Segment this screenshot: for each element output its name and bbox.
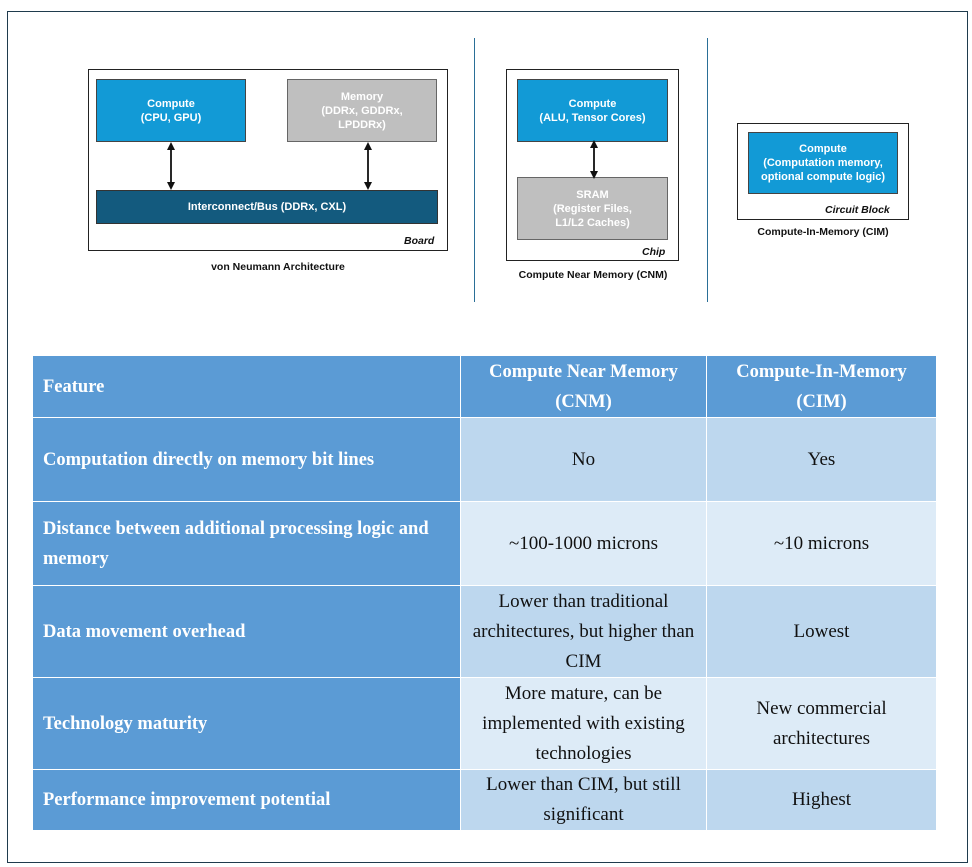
vn-bus-block: Interconnect/Bus (DDRx, CXL) [96, 190, 438, 224]
cnm-cell: Lower than traditional architectures, bu… [460, 585, 707, 678]
cnm-cell: Lower than CIM, but still significant [460, 769, 707, 831]
table-row: Data movement overhead Lower than tradit… [32, 585, 937, 678]
header-cnm: Compute Near Memory (CNM) [460, 355, 707, 418]
feature-cell: Distance between additional processing l… [32, 501, 461, 586]
board-label: Board [404, 235, 435, 247]
vn-memory-block: Memory (DDRx, GDDRx, LPDDRx) [287, 79, 437, 142]
table-row: Computation directly on memory bit lines… [32, 417, 937, 502]
cim-compute-block: Compute (Computation memory, optional co… [748, 132, 898, 194]
circuit-block-label: Circuit Block [825, 204, 890, 216]
feature-cell: Performance improvement potential [32, 769, 461, 831]
cnm-compute-block: Compute (ALU, Tensor Cores) [517, 79, 668, 142]
feature-cell: Data movement overhead [32, 585, 461, 678]
table-header-row: Feature Compute Near Memory (CNM) Comput… [32, 355, 937, 418]
comparison-table: Feature Compute Near Memory (CNM) Comput… [32, 355, 937, 831]
table-row: Technology maturity More mature, can be … [32, 677, 937, 770]
cnm-sram-block: SRAM (Register Files, L1/L2 Caches) [517, 177, 668, 240]
cnm-cell: No [460, 417, 707, 502]
cnm-cell: More mature, can be implemented with exi… [460, 677, 707, 770]
cnm-caption: Compute Near Memory (CNM) [518, 269, 668, 281]
table-row: Performance improvement potential Lower … [32, 769, 937, 831]
cim-cell: Lowest [706, 585, 937, 678]
header-feature: Feature [32, 355, 461, 418]
cim-cell: ~10 microns [706, 501, 937, 586]
header-cim: Compute-In-Memory (CIM) [706, 355, 937, 418]
divider-right [707, 38, 708, 302]
cim-cell: New commercial architectures [706, 677, 937, 770]
cnm-cell: ~100-1000 microns [460, 501, 707, 586]
von-neumann-caption: von Neumann Architecture [211, 261, 345, 273]
vn-compute-block: Compute (CPU, GPU) [96, 79, 246, 142]
cim-caption: Compute-In-Memory (CIM) [757, 226, 889, 238]
chip-label: Chip [642, 246, 666, 258]
cim-cell: Yes [706, 417, 937, 502]
cim-cell: Highest [706, 769, 937, 831]
feature-cell: Computation directly on memory bit lines [32, 417, 461, 502]
feature-cell: Technology maturity [32, 677, 461, 770]
divider-left [474, 38, 475, 302]
table-row: Distance between additional processing l… [32, 501, 937, 586]
